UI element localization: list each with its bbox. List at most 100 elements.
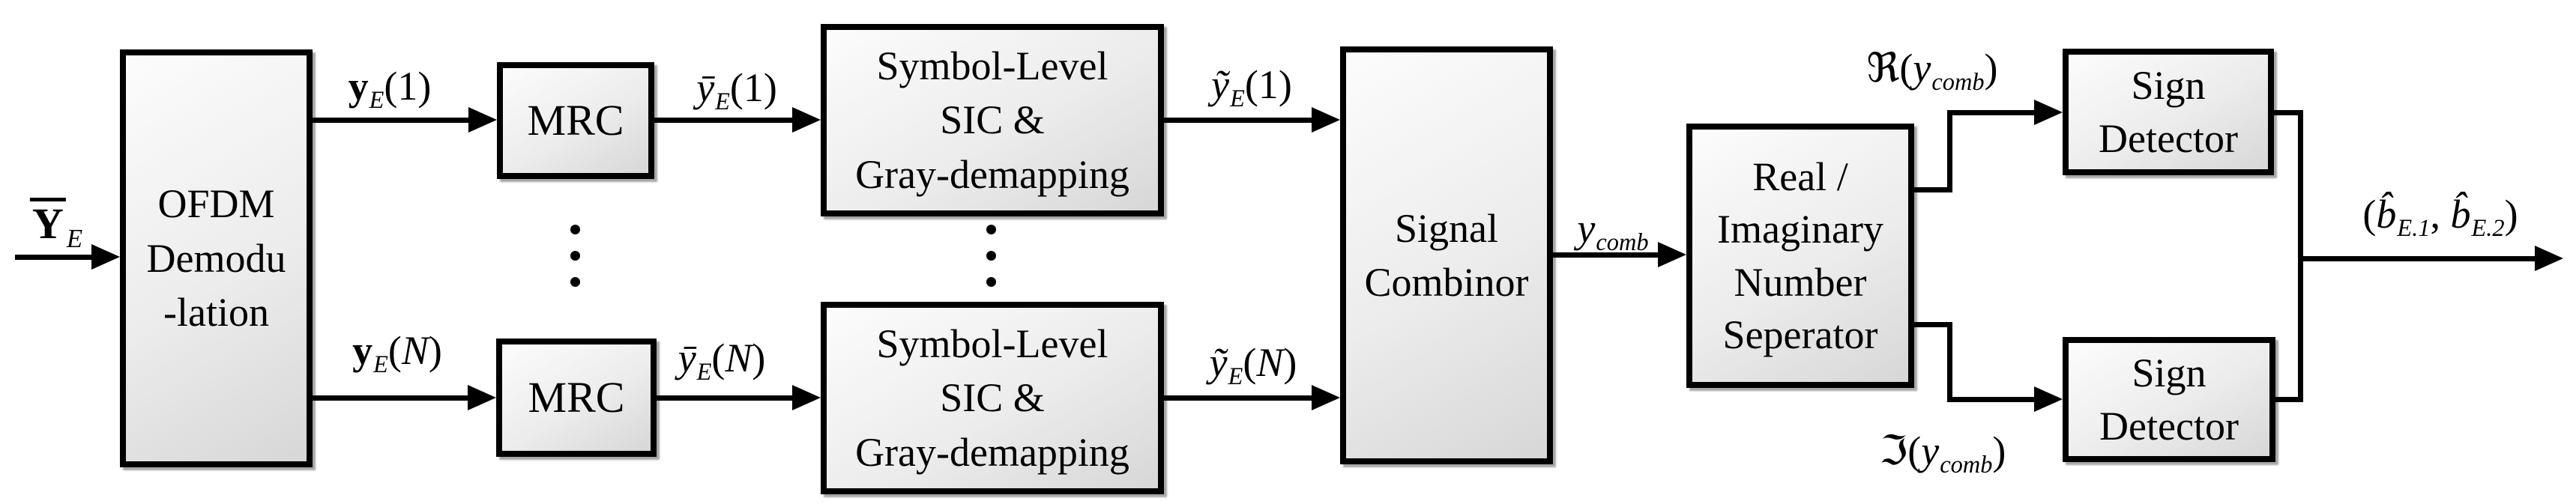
- label-ybarE-1: ȳE(1): [696, 64, 777, 117]
- block-sign-detector-bottom: Sign Detector: [2063, 337, 2275, 462]
- block-sic-top-line: Symbol-Level: [876, 43, 1108, 88]
- math-segment: E: [369, 87, 384, 115]
- math-segment: ): [2504, 192, 2518, 237]
- block-ofdm-line: -lation: [163, 290, 269, 336]
- connector-separator-bottom-stub: [1908, 322, 1952, 327]
- block-ofdm-demodulation: OFDM Demodu -lation: [120, 49, 313, 467]
- math-segment: comb: [1596, 229, 1649, 257]
- label-y-comb: ycomb: [1577, 204, 1648, 258]
- block-sic-bottom-line: SIC &: [940, 375, 1045, 421]
- math-segment: (: [1243, 340, 1257, 385]
- block-sic-top-line: Gray-demapping: [855, 151, 1129, 197]
- vertical-ellipsis-dot: [986, 251, 996, 261]
- math-segment: ℑ(: [1879, 428, 1922, 473]
- math-segment: y: [1913, 46, 1931, 91]
- block-signal-combiner: Signal Combinor: [1340, 46, 1553, 464]
- vertical-ellipsis-dot: [570, 251, 580, 261]
- connector-separator-bottom-riser: [1947, 322, 1952, 402]
- connector-mrc-to-sic-top: [654, 118, 795, 123]
- math-segment: ỹ: [1211, 62, 1230, 107]
- math-segment: comb: [1940, 452, 1993, 479]
- block-sic-top-line: SIC &: [940, 97, 1045, 143]
- block-sic-bottom-line: Symbol-Level: [876, 321, 1108, 366]
- math-segment: b̂: [2450, 192, 2471, 237]
- block-sic-top: Symbol-Level SIC & Gray-demapping: [821, 24, 1164, 216]
- math-segment: ): [428, 328, 442, 373]
- connector-sign-bottom-out: [2272, 397, 2303, 402]
- arrowhead-input: [91, 244, 120, 270]
- math-segment: E: [715, 88, 730, 116]
- math-segment: y: [1577, 206, 1596, 251]
- vertical-ellipsis-dot: [986, 225, 996, 234]
- math-segment: ℜ(: [1866, 46, 1913, 91]
- math-segment: E: [373, 351, 388, 379]
- label-ytildeE-1: ỹE(1): [1211, 61, 1292, 114]
- math-segment: E: [696, 359, 712, 386]
- block-separator-line: Seperator: [1722, 312, 1878, 357]
- arrowhead-sic-bottom-to-combiner: [1312, 385, 1340, 410]
- label-im-y-comb: ℑ(ycomb): [1880, 427, 2006, 480]
- math-segment: ȳ: [696, 65, 715, 110]
- math-segment: E.1: [2397, 215, 2431, 243]
- arrowhead-mrc-to-sic-bottom: [792, 385, 821, 410]
- connector-separator-top-stub: [1908, 187, 1952, 192]
- arrowhead-real-to-sign-top: [2034, 100, 2063, 125]
- math-segment: y: [1921, 428, 1940, 473]
- math-segment: (: [2362, 192, 2377, 237]
- block-sign-detector-bottom-line: Detector: [2099, 403, 2239, 449]
- math-segment: ȳ: [678, 336, 696, 380]
- arrowhead-sic-top-to-combiner: [1312, 107, 1340, 133]
- label-output-bits: (b̂E.1, b̂E.2): [2362, 190, 2518, 243]
- vertical-ellipsis-dot: [570, 225, 580, 234]
- label-yE-N: yE(N): [352, 327, 442, 380]
- connector-ofdm-to-mrc-top: [313, 118, 471, 123]
- block-sign-detector-top-line: Detector: [2099, 115, 2238, 161]
- block-mrc-bottom: MRC: [496, 338, 657, 457]
- block-sign-detector-bottom-line: Sign: [2132, 350, 2207, 396]
- block-separator-line: Real /: [1752, 154, 1848, 200]
- math-segment: (1): [384, 64, 432, 109]
- math-segment: Y: [29, 198, 66, 246]
- connector-real-to-sign-top: [1947, 110, 2037, 115]
- block-signal-combiner-line: Signal: [1394, 205, 1498, 251]
- arrowhead-combiner-to-separator: [1658, 242, 1686, 267]
- arrowhead-ofdm-to-mrc-top: [468, 107, 497, 133]
- arrowhead-imag-to-sign-bottom: [2034, 386, 2063, 412]
- connector-sic-top-to-combiner: [1164, 118, 1315, 123]
- math-segment: ): [752, 336, 766, 380]
- block-mrc-bottom-label: MRC: [528, 373, 625, 422]
- math-segment: (: [387, 328, 402, 373]
- block-sic-bottom: Symbol-Level SIC & Gray-demapping: [821, 302, 1164, 494]
- block-real-imaginary-separator: Real / Imaginary Number Seperator: [1686, 124, 1914, 388]
- math-segment: N: [401, 328, 429, 373]
- arrowhead-ofdm-to-mrc-bottom: [468, 385, 496, 410]
- math-segment: E: [1228, 363, 1243, 391]
- math-segment: comb: [1931, 69, 1985, 97]
- math-segment: N: [1256, 340, 1284, 385]
- block-ofdm-line: OFDM: [157, 181, 275, 227]
- label-ytildeE-N: ỹE(N): [1210, 338, 1297, 392]
- connector-mrc-to-sic-bottom: [657, 395, 795, 401]
- block-sign-detector-top-line: Sign: [2131, 63, 2206, 109]
- block-sic-bottom-line: Gray-demapping: [855, 429, 1129, 475]
- math-segment: y: [352, 328, 373, 373]
- vertical-ellipsis-dot: [986, 277, 996, 287]
- connector-sic-bottom-to-combiner: [1164, 395, 1315, 401]
- math-segment: N: [725, 336, 752, 380]
- math-segment: ): [1992, 428, 2006, 473]
- connector-output-join: [2298, 110, 2303, 402]
- label-re-y-comb: ℜ(ycomb): [1866, 44, 1997, 97]
- math-segment: E: [66, 224, 83, 254]
- block-ofdm-line: Demodu: [146, 235, 286, 281]
- vertical-ellipsis-dot: [570, 277, 580, 287]
- math-segment: ỹ: [1209, 340, 1228, 385]
- connector-sign-top-out: [2271, 110, 2303, 115]
- math-segment: (: [711, 336, 726, 380]
- arrowhead-mrc-to-sic-top: [792, 107, 821, 133]
- connector-final-output: [2301, 256, 2535, 261]
- connector-ofdm-to-mrc-bottom: [313, 395, 471, 401]
- block-mrc-top-label: MRC: [527, 96, 624, 145]
- math-segment: E: [1230, 85, 1245, 113]
